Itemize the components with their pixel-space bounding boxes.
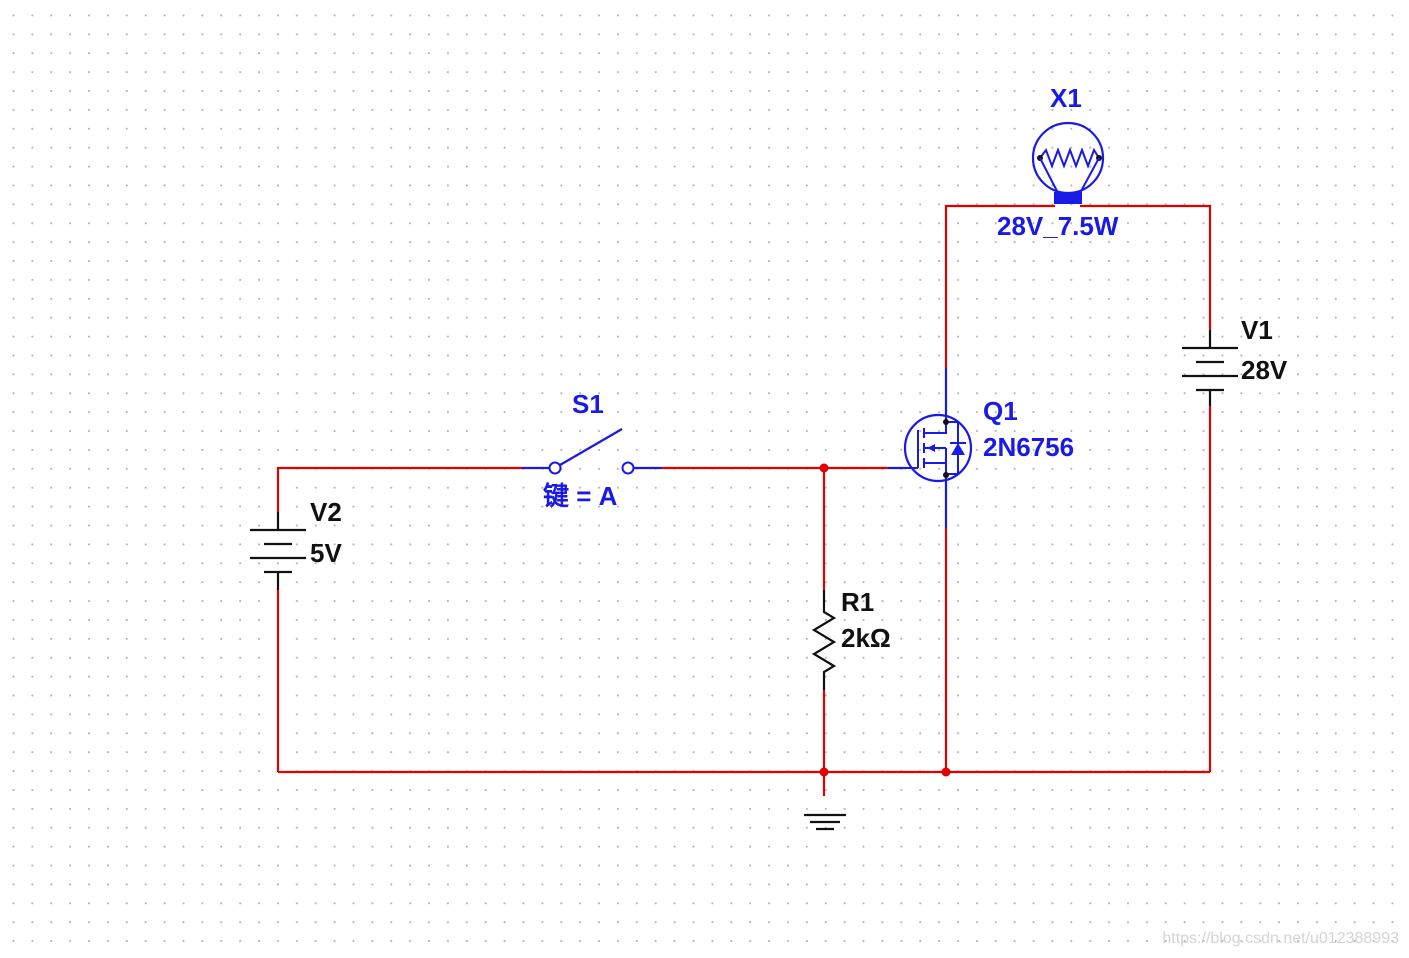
v2-value-label: 5V bbox=[310, 538, 342, 568]
v2-ref-label: V2 bbox=[310, 497, 342, 527]
r1-value-label: 2kΩ bbox=[841, 623, 891, 653]
wires bbox=[276, 204, 1212, 796]
junctions bbox=[819, 463, 951, 777]
lamp-value-label: 28V_7.5W bbox=[997, 211, 1119, 241]
r1-ref-label: R1 bbox=[841, 587, 874, 617]
battery-v1-icon[interactable] bbox=[1182, 330, 1238, 406]
q1-ref-label: Q1 bbox=[983, 396, 1018, 426]
s1-ref-label: S1 bbox=[572, 389, 604, 419]
mosfet-icon[interactable] bbox=[888, 368, 973, 528]
junction-source bbox=[941, 767, 951, 777]
s1-key-label: 键 = A bbox=[543, 481, 618, 511]
wire-v2-top[interactable] bbox=[276, 466, 522, 512]
v1-value-label: 28V bbox=[1241, 355, 1288, 385]
ground-icon[interactable] bbox=[804, 813, 846, 831]
lamp-ref-label: X1 bbox=[1050, 83, 1082, 113]
q1-value-label: 2N6756 bbox=[983, 432, 1074, 462]
junction-gate bbox=[819, 463, 829, 473]
lamp-icon[interactable] bbox=[1031, 121, 1105, 204]
resistor-icon[interactable] bbox=[811, 590, 837, 690]
wire-lamp-left[interactable] bbox=[944, 204, 1055, 368]
junction-r1-bottom bbox=[819, 767, 829, 777]
v1-ref-label: V1 bbox=[1241, 315, 1273, 345]
switch-icon[interactable] bbox=[522, 428, 662, 475]
watermark: https://blog.csdn.net/u012388993 bbox=[1162, 930, 1399, 947]
wire-lamp-right[interactable] bbox=[1080, 204, 1212, 330]
battery-v2-icon[interactable] bbox=[250, 512, 306, 590]
